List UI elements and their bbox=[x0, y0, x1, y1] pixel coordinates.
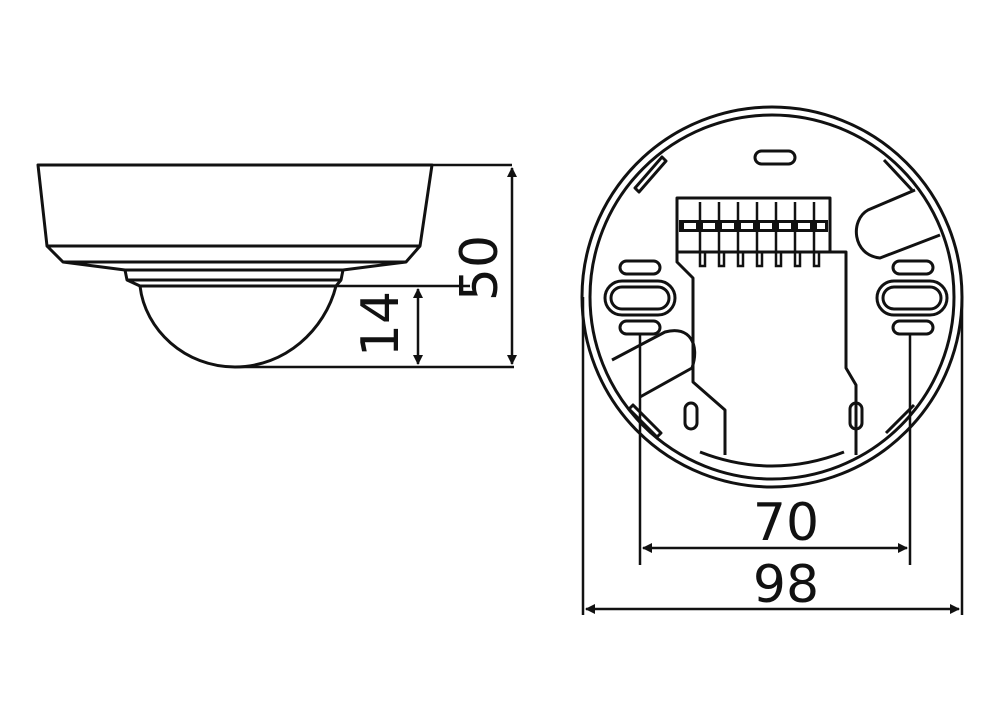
flange bbox=[62, 260, 407, 272]
terminal-block bbox=[675, 196, 832, 268]
lens-dome bbox=[138, 285, 338, 369]
dim-label-hole-spacing: 70 bbox=[753, 493, 819, 553]
housing-body bbox=[36, 163, 434, 248]
dim-label-diameter: 98 bbox=[753, 555, 819, 615]
dim-label-total-height: 50 bbox=[450, 235, 510, 301]
finger-left bbox=[611, 329, 697, 399]
mount-slot-right bbox=[875, 279, 949, 317]
inner-rim bbox=[588, 113, 956, 481]
housing-chamfer bbox=[45, 244, 422, 264]
top-slot bbox=[753, 149, 797, 166]
side-view: 50 14 bbox=[36, 163, 517, 369]
finger-right bbox=[854, 188, 941, 260]
bottom-view: 70 98 bbox=[580, 105, 964, 615]
base-plate bbox=[675, 250, 858, 455]
flange-ring bbox=[123, 269, 345, 282]
mount-slot-left bbox=[603, 279, 677, 317]
dim-label-dome-height: 14 bbox=[351, 291, 411, 357]
